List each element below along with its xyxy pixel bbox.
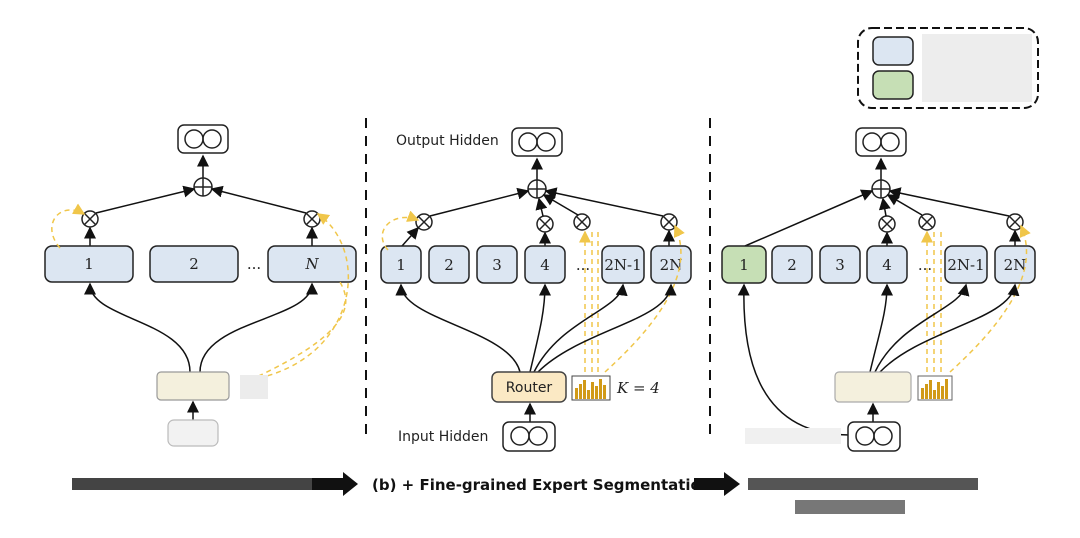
expert-box: [650, 245, 692, 284]
expert-label: 3: [492, 256, 502, 274]
ellipsis: ...: [247, 255, 261, 273]
expert-label: N: [304, 255, 319, 273]
router-box-blurred: [156, 371, 230, 401]
caption-c-blurred: [748, 478, 978, 490]
expert-box: [601, 245, 645, 284]
expert-box: [866, 245, 908, 284]
multiply-node: [1006, 213, 1024, 231]
caption-arrow-left-head: [343, 472, 358, 496]
score-bars-icon: [571, 375, 611, 401]
panel-c: 1 2 3 4 ... 2N-1 2N: [721, 127, 1036, 452]
sum-node: [871, 179, 891, 199]
caption-arrow-right: [694, 478, 726, 490]
output-hidden-label: Output Hidden: [396, 133, 499, 149]
ellipsis: ...: [918, 256, 932, 274]
expert-label: 1: [739, 256, 749, 274]
expert-label: 2N: [1004, 256, 1027, 274]
caption-a-blurred: [72, 478, 312, 490]
expert-label: 2: [444, 256, 454, 274]
legend: [857, 27, 1039, 109]
expert-label: 3: [835, 256, 845, 274]
expert-box: [524, 245, 566, 284]
multiply-node: [303, 210, 321, 228]
input-label-blurred: [745, 428, 841, 444]
expert-label: 1: [396, 256, 406, 274]
expert-box: [476, 245, 518, 284]
legend-swatch-routed: [872, 36, 914, 66]
multiply-node: [415, 213, 433, 231]
k-label: K = 4: [616, 379, 660, 397]
legend-swatch-shared: [872, 70, 914, 100]
multiply-node: [81, 210, 99, 228]
caption-arrow-right-head: [724, 472, 740, 496]
multiply-node: [536, 215, 554, 233]
panel-b-caption: (b) + Fine-grained Expert Segmentation: [372, 476, 712, 494]
score-bars-icon: [917, 375, 953, 401]
caption-arrow-left: [312, 478, 344, 490]
caption-c-blurred-2: [795, 500, 905, 514]
router-box-blurred: [834, 371, 912, 403]
ellipsis: ...: [576, 256, 590, 274]
panel-a: 1 2 ... N: [44, 124, 357, 447]
expert-label: 2N: [660, 256, 683, 274]
expert-label: 2: [787, 256, 797, 274]
legend-blurred-text: [922, 34, 1032, 102]
sum-node: [193, 177, 213, 197]
expert-box: [944, 245, 988, 284]
score-bars-blurred: [240, 375, 268, 399]
router-label: Router: [506, 380, 553, 396]
input-hidden-label: Input Hidden: [398, 429, 488, 445]
multiply-node: [660, 213, 678, 231]
shared-expert-box: [721, 245, 767, 284]
expert-box: [149, 245, 239, 283]
sum-node: [527, 179, 547, 199]
expert-box: [44, 245, 134, 283]
expert-label: 2: [189, 255, 199, 273]
expert-label: 2N-1: [947, 256, 984, 274]
expert-label: 4: [882, 256, 892, 274]
expert-label: 1: [84, 255, 94, 273]
input-hidden-blurred: [167, 419, 219, 447]
caption-row: (b) + Fine-grained Expert Segmentation: [72, 472, 978, 514]
expert-box: [380, 245, 422, 284]
multiply-node: [573, 213, 591, 231]
router-box: [491, 371, 567, 403]
expert-label: 4: [540, 256, 550, 274]
expert-box: [994, 245, 1036, 284]
multiply-node: [878, 215, 896, 233]
expert-box: [819, 245, 861, 284]
expert-box: [428, 245, 470, 284]
expert-box: [267, 245, 357, 283]
expert-label: 2N-1: [604, 256, 641, 274]
panel-b: Output Hidden: [380, 127, 692, 452]
multiply-node: [918, 213, 936, 231]
expert-box: [771, 245, 813, 284]
